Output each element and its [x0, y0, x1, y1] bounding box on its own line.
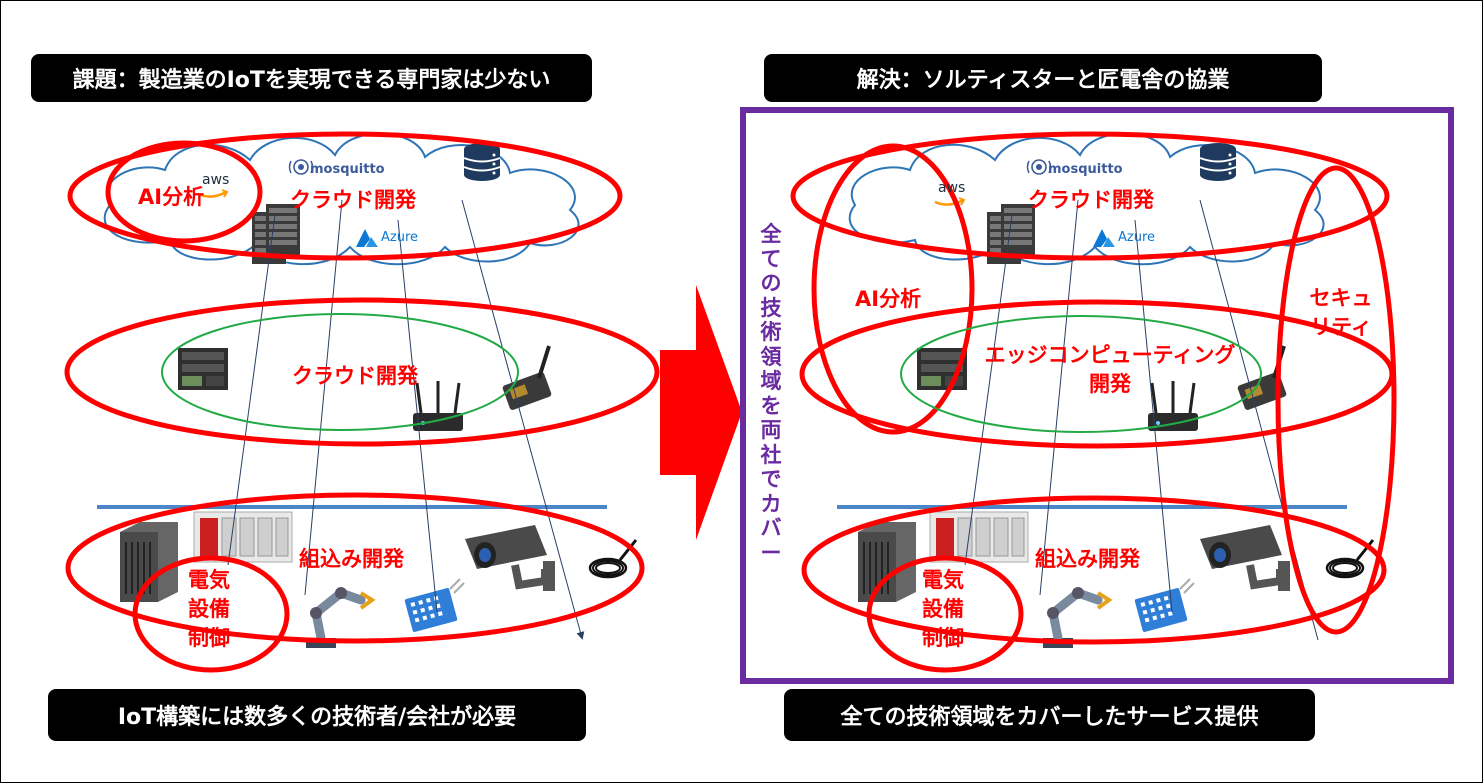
gateway-device-icon: [178, 348, 228, 390]
database-icon: [1199, 142, 1237, 182]
left-embedded-label: 組込み開発: [299, 547, 404, 571]
industrial-pc-icon: [119, 521, 179, 603]
mosquitto-logo-text: mosquitto: [1048, 162, 1123, 177]
aws-logo-text: aws: [938, 180, 966, 196]
camera-icon: [465, 525, 555, 591]
left-cloud-label: クラウド開発: [290, 188, 416, 212]
iot-module-icon: [499, 344, 555, 413]
mosquitto-logo-text: mosquitto: [310, 162, 385, 177]
cover-box: [740, 107, 1454, 684]
right-panel-graphics: [740, 107, 1454, 684]
camera-icon: [1200, 525, 1290, 591]
left-electrical-label: 電気 設備 制御: [188, 568, 230, 650]
network-rail: [97, 505, 607, 509]
aws-logo-icon: [933, 196, 966, 207]
left-header: 課題：製造業のIoTを実現できる専門家は少ない: [31, 54, 592, 102]
azure-logo-text: Azure: [1118, 230, 1156, 245]
left-footer: IoT構築には数多くの技術者/会社が必要: [48, 689, 586, 741]
left-edge-label: クラウド開発: [292, 364, 418, 388]
left-ai-label: AI分析: [138, 185, 205, 209]
right-electrical-label: 電気 設備 制御: [922, 568, 964, 650]
industrial-pc-icon: [857, 521, 917, 603]
plc-icon: [929, 511, 1029, 563]
database-icon: [463, 142, 501, 182]
right-embedded-label: 組込み開発: [1035, 547, 1140, 571]
azure-logo-icon: [356, 229, 378, 247]
right-ai-label: AI分析: [855, 287, 922, 311]
azure-logo-icon: [1093, 229, 1115, 247]
aws-logo-text: aws: [202, 172, 230, 188]
arrow-right-icon: [660, 285, 742, 540]
azure-logo-text: Azure: [381, 230, 419, 245]
right-cloud-label: クラウド開発: [1028, 188, 1154, 212]
sensor-icon: [1133, 578, 1195, 634]
cover-vertical-text: 全ての技術領域を両社でカバー: [760, 222, 782, 565]
right-header: 解決：ソルティスターと匠電舎の協業: [764, 54, 1322, 102]
right-security-label: セキュ リティ: [1309, 286, 1373, 339]
network-rail: [837, 505, 1347, 509]
right-footer: 全ての技術領域をカバーしたサービス提供: [784, 689, 1315, 741]
plc-icon: [193, 511, 293, 563]
left-panel-graphics: [64, 131, 660, 673]
right-edge-label: エッジコンピューティング 開発: [984, 343, 1236, 396]
